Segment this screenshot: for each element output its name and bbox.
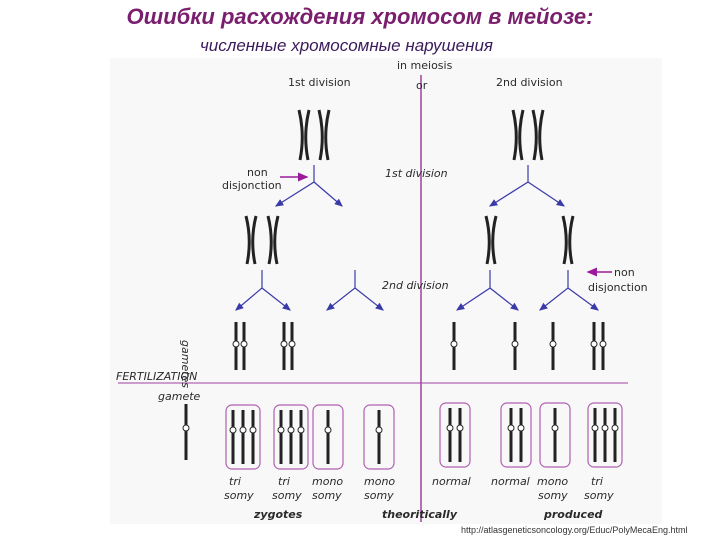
gamete-centromeres bbox=[232, 340, 607, 348]
second-division-label-top: 2nd division bbox=[496, 76, 563, 89]
first-division-label-mid: 1st division bbox=[385, 167, 448, 180]
gamete-label: gamete bbox=[158, 390, 201, 403]
zygote-label-4b: somy bbox=[364, 489, 394, 502]
non-disjunction-left-1: non bbox=[247, 166, 268, 179]
split-2-g bbox=[539, 270, 569, 311]
zygotes-label: zygotes bbox=[254, 508, 303, 521]
zygote-centromeres bbox=[229, 424, 619, 434]
zygote-label-7b: somy bbox=[538, 489, 568, 502]
zygote-label-2b: somy bbox=[272, 489, 302, 502]
parent-chromosomes-left bbox=[297, 109, 331, 161]
zygote-label-1a: tri bbox=[229, 475, 241, 488]
split-2-c bbox=[326, 270, 356, 311]
zygote-label-8a: tri bbox=[591, 475, 603, 488]
secondary-chromosomes-right bbox=[484, 215, 575, 265]
zygote-boxes bbox=[225, 402, 623, 470]
split-2-b bbox=[261, 287, 291, 311]
source-url: http://atlasgeneticsoncology.org/Educ/Po… bbox=[461, 525, 688, 535]
parent-chromosomes-right bbox=[511, 109, 545, 161]
in-meiosis-label: in meiosis bbox=[397, 59, 453, 72]
split-right-1 bbox=[488, 165, 529, 207]
first-division-label-top: 1st division bbox=[288, 76, 351, 89]
or-label: or bbox=[416, 79, 428, 92]
split-2-d bbox=[354, 287, 384, 311]
split-2-a bbox=[235, 270, 263, 311]
split-left-2 bbox=[313, 181, 343, 207]
zygote-label-3a: mono bbox=[312, 475, 344, 488]
zygote-label-6: normal bbox=[491, 475, 530, 488]
non-disjunction-right-1: non bbox=[614, 266, 635, 279]
zygote-label-2a: tri bbox=[278, 475, 290, 488]
produced-label: produced bbox=[544, 508, 603, 521]
non-disjunction-left-2: disjonction bbox=[222, 179, 282, 192]
zygote-label-8b: somy bbox=[584, 489, 614, 502]
split-right-2 bbox=[527, 181, 565, 207]
page-subtitle: численные хромосомные нарушения bbox=[200, 36, 494, 55]
zygote-label-7a: mono bbox=[537, 475, 569, 488]
zygote-label-1b: somy bbox=[224, 489, 254, 502]
second-division-label-mid: 2nd division bbox=[382, 279, 449, 292]
zygote-label-5: normal bbox=[432, 475, 471, 488]
non-disjunction-right-2: disjonction bbox=[588, 281, 648, 294]
zygote-label-4a: mono bbox=[364, 475, 396, 488]
page-title: Ошибки расхождения хромосом в мейозе: bbox=[126, 4, 594, 29]
split-2-e bbox=[456, 270, 491, 311]
fertilization-label: FERTILIZATION bbox=[116, 370, 198, 383]
split-2-h bbox=[567, 287, 599, 311]
secondary-chromosomes-left bbox=[244, 215, 280, 265]
zygote-label-3b: somy bbox=[312, 489, 342, 502]
theoritically-label: theoritically bbox=[382, 508, 457, 521]
zygote-chromosomes bbox=[231, 408, 617, 464]
split-2-f bbox=[489, 287, 519, 311]
